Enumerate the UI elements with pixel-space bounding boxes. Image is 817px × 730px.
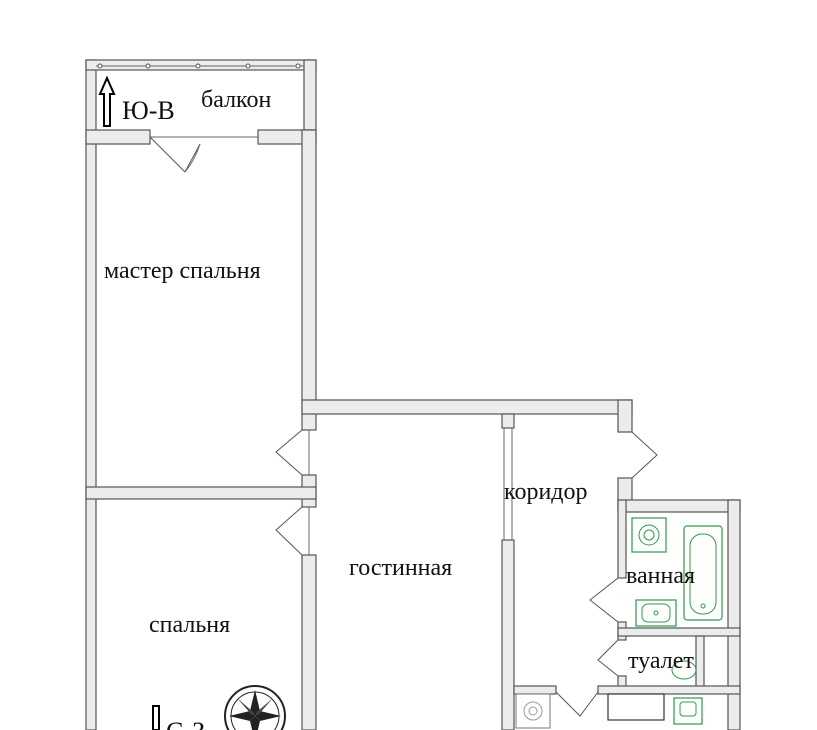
wall-bath-top xyxy=(617,499,741,513)
north-west-arrow-icon xyxy=(152,705,160,730)
walls xyxy=(85,59,741,730)
door-bathroom xyxy=(589,577,619,623)
washing-machine-icon xyxy=(631,517,667,553)
orientation-north-west: С-З xyxy=(166,717,205,730)
wall-balcony-top xyxy=(85,59,317,71)
door-master xyxy=(275,429,310,476)
wall-center-b xyxy=(301,554,317,730)
toilet-icon xyxy=(671,660,697,680)
balcony-window xyxy=(96,63,304,69)
wall-master-right xyxy=(301,129,317,431)
kitchen-sink-icon xyxy=(673,697,703,725)
door-toilet xyxy=(597,639,619,677)
wall-living-top xyxy=(301,399,633,415)
sink-icon xyxy=(635,599,677,627)
wall-left-outer xyxy=(85,59,97,730)
room-label-corridor: коридор xyxy=(504,479,588,505)
wall-bath-right xyxy=(727,499,741,730)
wall-balcony-master xyxy=(85,129,151,145)
counter xyxy=(607,693,665,721)
room-label-bathroom: ванная xyxy=(626,563,695,589)
wall-master-bedroom xyxy=(85,486,317,500)
door-kitchen xyxy=(555,691,599,717)
wall-bath-toilet xyxy=(617,627,741,637)
door-bedroom xyxy=(275,506,310,556)
stove-icon xyxy=(515,693,551,729)
room-label-balcony: балкон xyxy=(201,87,271,113)
doors xyxy=(149,136,658,717)
orientation-south-east: Ю-В xyxy=(122,96,175,125)
wall-corridor-right-a xyxy=(617,399,633,433)
fixtures xyxy=(515,517,723,729)
wall-toilet-inner xyxy=(695,635,705,691)
room-label-bedroom: спальня xyxy=(149,612,230,638)
wall-living-corridor-a xyxy=(501,413,515,429)
room-label-toilet: туалет xyxy=(628,648,694,674)
room-label-living-room: гостинная xyxy=(349,555,452,581)
door-entrance xyxy=(631,431,658,479)
south-east-arrow-icon xyxy=(98,75,116,127)
wall-bottom-corridor-b xyxy=(597,685,741,695)
bathtub-icon xyxy=(683,525,723,621)
compass-rose-icon xyxy=(224,685,286,730)
wall-bath-left-a xyxy=(617,499,627,579)
wall-living-corridor-b xyxy=(501,539,515,730)
wall-balcony-right xyxy=(303,59,317,131)
room-label-master-bedroom: мастер спальня xyxy=(104,258,261,284)
wall-bottom-corridor-a xyxy=(513,685,557,695)
door-balcony xyxy=(149,136,258,173)
